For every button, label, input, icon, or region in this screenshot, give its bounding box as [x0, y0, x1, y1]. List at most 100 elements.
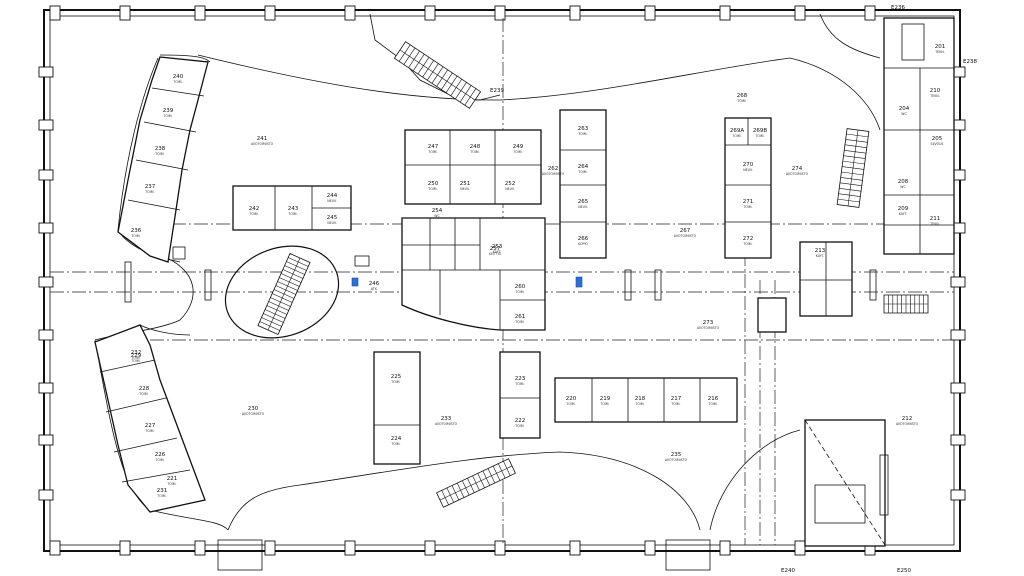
column — [794, 540, 806, 556]
room-use-r228: TOIM. — [138, 392, 148, 396]
column — [38, 434, 54, 446]
room-use-r268: TOIM. — [736, 99, 746, 103]
room-number-r217: 217 — [671, 396, 682, 402]
room-use-r246: ATK — [371, 287, 378, 291]
room-use-r239: TOIM. — [162, 114, 172, 118]
room-number-r265: 265 — [578, 199, 589, 205]
room-use-r201: TEKN. — [934, 50, 944, 54]
room-use-r217: TOIM. — [670, 402, 680, 406]
room-number-r273: 273 — [703, 320, 714, 326]
room-use-r222: TOIM. — [514, 424, 524, 428]
room-number-r253: 253 — [492, 244, 503, 250]
room-use-r244: NEUV. — [327, 199, 337, 203]
room-use-r249: TOIM. — [512, 150, 522, 154]
room-number-r269b: 269B — [753, 128, 767, 134]
room-use-r216: TOIM. — [707, 402, 717, 406]
room-number-r231: 231 — [157, 488, 168, 494]
room-number-r233: 233 — [441, 416, 452, 422]
room-number-r235: 235 — [671, 452, 682, 458]
room-use-r226: TOIM. — [154, 458, 164, 462]
column — [569, 540, 581, 556]
column — [264, 5, 276, 21]
room-use-r220: TOIM. — [565, 402, 575, 406]
room-use-r250: TOIM. — [427, 187, 437, 191]
room-number-r245: 245 — [327, 215, 338, 221]
room-use-r272: TOIM. — [742, 242, 752, 246]
room-number-r239: 239 — [163, 108, 174, 114]
room-number-r205: 205 — [932, 136, 943, 142]
room-use-r223: TOIM. — [514, 382, 524, 386]
room-number-r236: 236 — [131, 228, 142, 234]
room-number-r240: 240 — [173, 74, 184, 80]
office-block-247 — [404, 129, 542, 205]
room-number-r247: 247 — [428, 144, 439, 150]
grid-markers — [124, 246, 877, 571]
room-number-r267: 267 — [680, 228, 691, 234]
room-number-r218: 218 — [635, 396, 646, 402]
room-number-r264: 264 — [578, 164, 589, 170]
room-use-r269: TOIM. — [731, 134, 741, 138]
room-number-r241: 241 — [257, 136, 268, 142]
room-number-r228: 228 — [139, 386, 150, 392]
service-core — [401, 217, 546, 331]
room-number-r238: 238 — [155, 146, 166, 152]
room-number-r263: 263 — [578, 126, 589, 132]
room-number-r249: 249 — [513, 144, 524, 150]
room-number-r224: 224 — [391, 436, 402, 442]
column — [49, 540, 61, 556]
room-use-r225: TOIM. — [390, 380, 400, 384]
room-number-r227: 227 — [145, 423, 156, 429]
room-use-r236: TOIM. — [130, 234, 140, 238]
room-use-r224: TOIM. — [390, 442, 400, 446]
room-number-r243: 243 — [288, 206, 299, 212]
column — [950, 329, 966, 341]
column — [864, 5, 876, 21]
elliptical-stair-enclosure — [224, 245, 340, 339]
room-use-r209: KÄYT. — [899, 211, 908, 216]
room-use-r274: AVOTOIMISTO — [786, 172, 809, 176]
room-number-r212: 212 — [902, 416, 913, 422]
room-use-r204: WC — [901, 112, 907, 116]
room-use-r238: TOIM. — [154, 152, 164, 156]
room-use-r266: KOPIO — [578, 242, 588, 246]
room-use-r242: TOIM. — [248, 212, 258, 216]
room-use-r229: TOIM. — [130, 359, 140, 363]
elevator-lobby — [757, 241, 853, 333]
office-pair-224 — [373, 351, 421, 465]
column — [344, 5, 356, 21]
room-use-r211: TEKN. — [929, 222, 939, 226]
column — [264, 540, 276, 556]
room-number-r260: 260 — [515, 284, 526, 290]
office-column-263 — [559, 109, 607, 259]
room-number-r254: 254 — [432, 208, 443, 214]
column — [344, 540, 356, 556]
room-use-r254: WC — [434, 214, 440, 218]
column — [950, 489, 966, 501]
column — [494, 5, 506, 21]
room-number-r269: 269A — [730, 128, 744, 134]
column — [119, 540, 131, 556]
room-number-r248: 248 — [470, 144, 481, 150]
column — [494, 540, 506, 556]
room-use-r252: NEUV. — [505, 187, 515, 191]
column — [569, 5, 581, 21]
room-use-r257: KEITTIÖ — [489, 251, 502, 256]
column — [424, 5, 436, 21]
entrance-marker-e239: E239 — [490, 88, 504, 94]
room-use-r219: TOIM. — [599, 402, 609, 406]
room-use-r210: TEKN. — [929, 94, 939, 98]
room-number-r209: 209 — [898, 206, 909, 212]
column — [424, 540, 436, 556]
room-use-r248: TOIM. — [469, 150, 479, 154]
room-number-r221: 221 — [167, 476, 178, 482]
office-row-242 — [232, 185, 352, 231]
office-pair-222 — [499, 351, 541, 439]
column — [38, 119, 54, 131]
column — [950, 382, 966, 394]
entrance-marker-e238: E238 — [963, 59, 977, 65]
open-office-boundaries — [94, 13, 881, 531]
room-use-r218: TOIM. — [634, 402, 644, 406]
room-number-r210: 210 — [930, 88, 941, 94]
stair-east — [836, 128, 870, 208]
